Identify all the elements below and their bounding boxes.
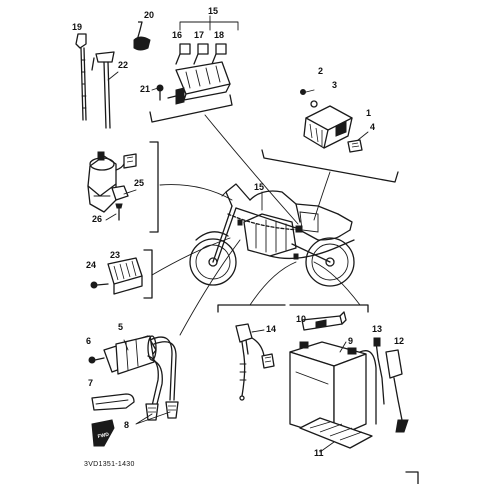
leader-lines: [143, 94, 399, 336]
callout-25: 25: [134, 178, 144, 188]
callout-4: 4: [370, 122, 375, 132]
callout-15-bike: 15: [254, 182, 264, 192]
callout-18: 18: [214, 30, 224, 40]
wire-band: [91, 51, 115, 129]
callout-6: 6: [86, 336, 91, 346]
callout-13: 13: [372, 324, 382, 334]
rectifier-regulator: [156, 15, 239, 105]
callout-9: 9: [348, 336, 353, 346]
callout-20: 20: [144, 10, 154, 20]
callout-12: 12: [394, 336, 404, 346]
wire-clamp: [133, 21, 151, 51]
fwd-arrow-icon: FWD: [91, 419, 115, 447]
cable-tie: [75, 33, 87, 121]
callout-7: 7: [88, 378, 93, 388]
callout-15: 15: [208, 6, 218, 16]
callout-21: 21: [140, 84, 150, 94]
callout-26: 26: [92, 214, 102, 224]
diagram-code: 3VD1351-1430: [84, 461, 135, 468]
ignition-coil: [88, 335, 179, 421]
callout-19: 19: [72, 22, 82, 32]
sensor-lead: [235, 323, 275, 401]
callout-2: 2: [318, 66, 323, 76]
callout-17: 17: [194, 30, 204, 40]
main-switch: [87, 151, 137, 221]
callout-numbers: 15 16 17 18 20 19 22 21 2 3 1 4 25 26 15…: [72, 6, 404, 458]
callout-1: 1: [366, 108, 371, 118]
motorcycle-outline: [189, 183, 355, 287]
callout-22: 22: [118, 60, 128, 70]
callout-8: 8: [124, 420, 129, 430]
callout-16: 16: [172, 30, 182, 40]
callout-5: 5: [118, 322, 123, 332]
fwd-label: FWD: [97, 432, 110, 440]
corner-mark: [405, 471, 419, 484]
callout-14: 14: [266, 324, 276, 334]
callout-3: 3: [332, 80, 337, 90]
callout-11: 11: [314, 448, 324, 458]
callout-ticks: [105, 71, 347, 453]
fuse-box: [90, 257, 143, 295]
relay-assembly: [300, 89, 369, 153]
callout-24: 24: [86, 260, 96, 270]
callout-10: 10: [296, 314, 306, 324]
battery-assembly: [289, 311, 409, 449]
callout-23: 23: [110, 250, 120, 260]
